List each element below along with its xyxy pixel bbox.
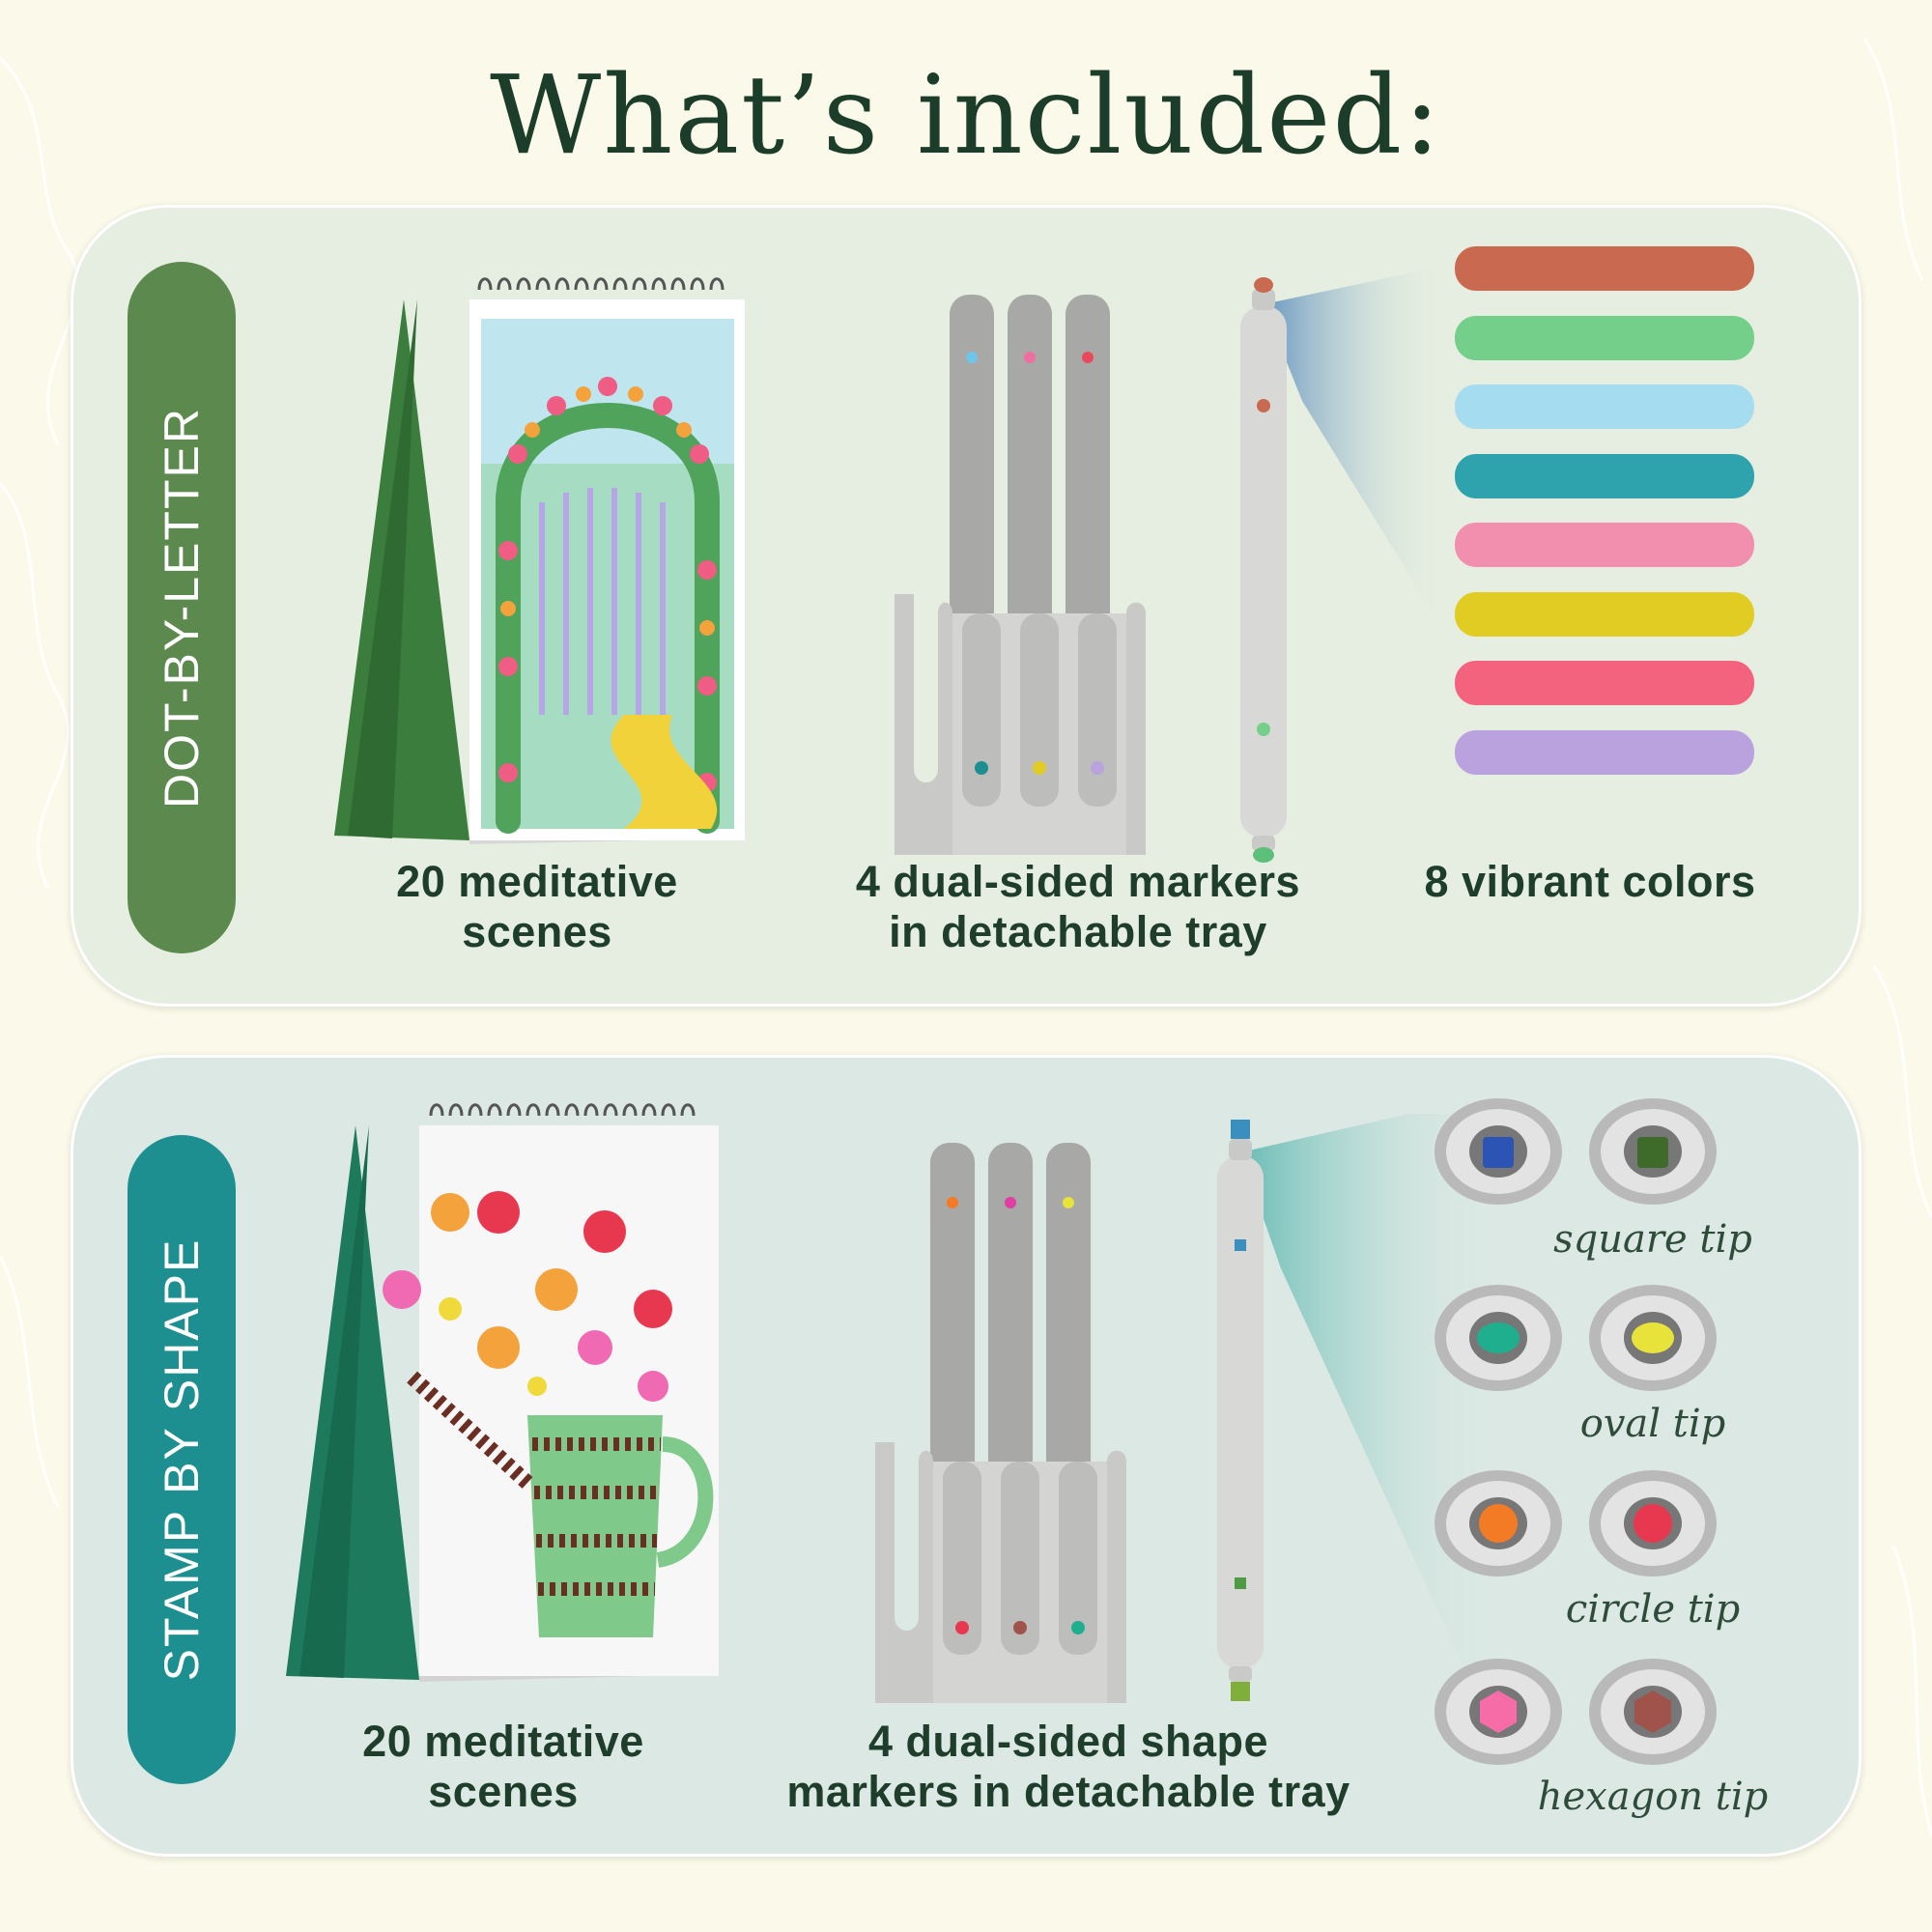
circle-tip-pair [1435, 1470, 1717, 1577]
stamp-by-shape-panel: STAMP BY SHAPE [71, 1055, 1861, 1857]
top-item-2-caption: 4 dual-sided markers in detachable tray [855, 857, 1301, 956]
stamp-by-shape-tab: STAMP BY SHAPE [128, 1135, 236, 1784]
marker-tray-icon [875, 1114, 1493, 1732]
circle-tip-label: circle tip [1565, 1587, 1741, 1632]
sketchbook-watering-can-icon [286, 1103, 719, 1682]
bottom-item-1-caption: 20 meditative scenes [362, 1717, 644, 1816]
color-swatch-6 [1455, 592, 1754, 637]
color-swatch-4 [1455, 454, 1754, 498]
top-item-3-caption: 8 vibrant colors [1424, 857, 1756, 906]
color-swatch-5 [1455, 523, 1754, 567]
color-swatch-7 [1455, 661, 1754, 705]
color-swatch-3 [1455, 384, 1754, 429]
color-swatches-icon [1455, 246, 1754, 775]
oval-tip-label: oval tip [1579, 1402, 1726, 1446]
bottom-item-2-caption: 4 dual-sided shape markers in detachable… [786, 1717, 1350, 1816]
top-item-1-caption: 20 meditative scenes [396, 857, 678, 956]
dot-by-letter-tab-label: DOT-BY-LETTER [155, 407, 209, 809]
page-title: What’s included: [490, 53, 1442, 179]
color-swatch-8 [1455, 730, 1754, 775]
dot-by-letter-panel: DOT-BY-LETTER [71, 205, 1861, 1007]
color-swatch-2 [1455, 316, 1754, 360]
marker-tray-icon [895, 266, 1445, 863]
square-tip-pair [1435, 1098, 1717, 1205]
stamp-by-shape-tab-label: STAMP BY SHAPE [155, 1237, 209, 1682]
sketchbook-flower-arch-icon [334, 277, 745, 844]
square-tip-label: square tip [1553, 1217, 1752, 1262]
oval-tip-pair [1435, 1285, 1717, 1391]
hexagon-tip-label: hexagon tip [1537, 1775, 1769, 1819]
stamp-tip-icon [1435, 1098, 1717, 1765]
dot-by-letter-tab: DOT-BY-LETTER [128, 262, 236, 953]
color-swatch-1 [1455, 246, 1754, 291]
hexagon-tip-pair [1435, 1659, 1717, 1765]
